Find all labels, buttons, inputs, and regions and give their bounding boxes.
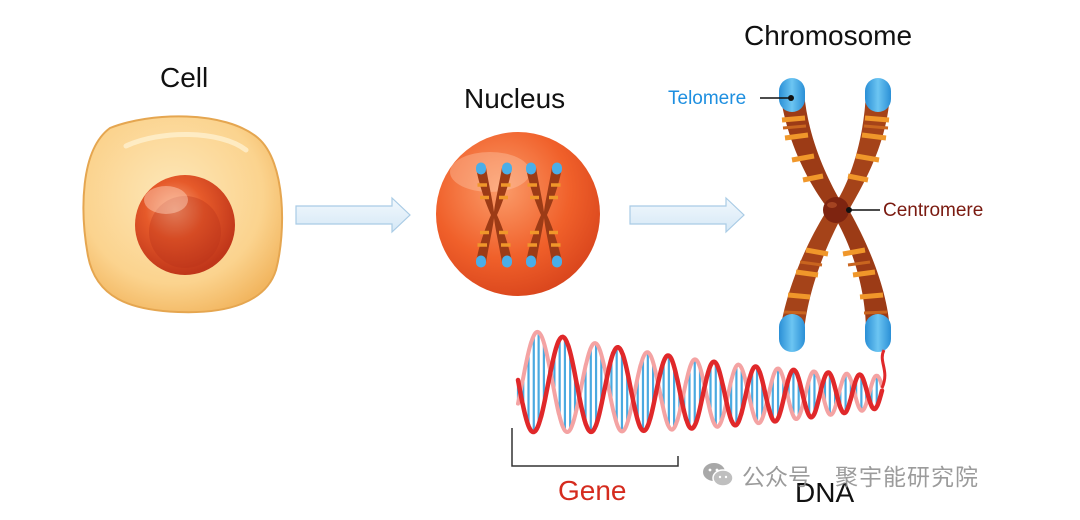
dna-tail: [880, 349, 887, 389]
arrow-cell-to-nucleus: [295, 196, 411, 234]
watermark: 公众号 聚宇能研究院: [702, 458, 979, 492]
gene-label: Gene: [558, 475, 627, 506]
telomere-label: Telomere: [668, 88, 747, 109]
wechat-icon: [703, 463, 734, 487]
telomere-pointer: [760, 95, 794, 101]
watermark-org: 聚宇能研究院: [835, 464, 979, 490]
cell-illustration: [82, 115, 284, 314]
chromosome-illustration: [779, 78, 891, 352]
cell-label: Cell: [160, 62, 209, 93]
dna-label: DNA: [795, 477, 855, 508]
dna-strand-front: [515, 334, 885, 435]
dna-helix: [515, 329, 887, 435]
telomere-tip: [779, 78, 805, 112]
nucleus-label: Nucleus: [464, 83, 566, 114]
chromosome-label: Chromosome: [744, 20, 913, 51]
nucleus-illustration: [436, 132, 600, 296]
centromere-knob: [823, 197, 849, 223]
gene-bracket: [511, 428, 679, 467]
arrow-nucleus-to-chromosome: [629, 196, 745, 234]
centromere-pointer: [846, 207, 880, 213]
watermark-account: 公众号: [742, 464, 811, 490]
centromere-label: Centromere: [883, 200, 984, 221]
